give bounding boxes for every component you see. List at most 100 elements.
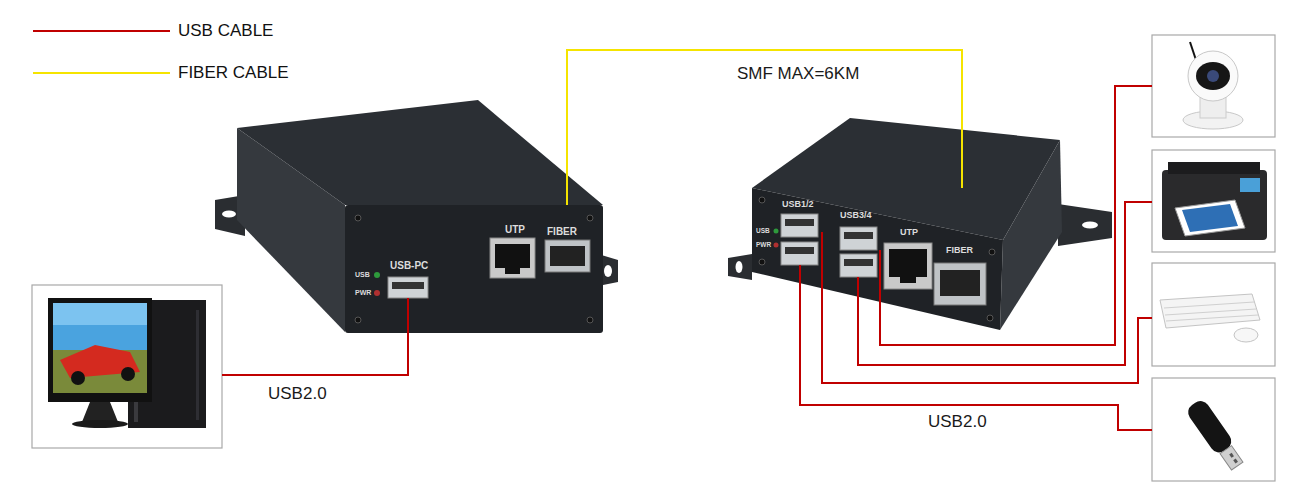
legend-text: FIBER CABLE [178, 63, 289, 83]
computer-picture-part [82, 402, 118, 422]
cable-type-label: USB2.0 [928, 412, 987, 432]
transmitter-housing-part [355, 215, 361, 221]
receiver-housing-part [840, 254, 877, 277]
port-label: USB-PC [390, 260, 428, 271]
port-label: USB3/4 [840, 211, 872, 221]
receiver-housing-part [889, 249, 927, 277]
port-label: USB1/2 [782, 200, 814, 210]
computer-picture [32, 285, 222, 448]
receiver-housing-part [781, 214, 818, 237]
receiver-housing-part [774, 229, 779, 234]
receiver-housing-part [844, 259, 873, 266]
receiver-housing [728, 118, 1112, 330]
transmitter-housing-part [604, 265, 612, 277]
transmitter-housing-part [388, 277, 428, 298]
receiver-housing-part [987, 315, 993, 321]
computer-picture-part [72, 420, 128, 428]
transmitter-housing-part [374, 290, 380, 296]
printer-picture-part [1168, 162, 1260, 174]
transmitter-housing-part [222, 211, 236, 218]
usb-stick-picture-part-part [1229, 453, 1234, 458]
transmitter-housing-part [374, 272, 380, 278]
printer-picture-part [1182, 204, 1238, 232]
keyboard-picture-part [1165, 309, 1256, 315]
port-label: UTP [505, 224, 525, 235]
legend-line-sample [33, 29, 170, 33]
usb-stick-picture-part-part [1185, 397, 1235, 455]
keyboard-picture-part [1164, 302, 1254, 308]
transmitter-housing-part [495, 244, 530, 268]
port-label: FIBER [946, 246, 973, 256]
receiver-housing-part [1000, 140, 1062, 330]
port-label: FIBER [547, 226, 577, 237]
camera-picture-part [1207, 70, 1219, 82]
transmitter-housing-part [490, 238, 535, 278]
converter-unit: USB PWR USB1/2USB3/4UTP FIBER [752, 188, 1003, 330]
usb-wire-part [880, 86, 1152, 345]
usb-stick-picture [1152, 378, 1275, 481]
receiver-housing-part [785, 247, 814, 254]
cable-type-label: USB2.0 [268, 384, 327, 404]
port-label: UTP [900, 228, 918, 238]
printer-picture [1152, 150, 1275, 252]
receiver-housing-part [728, 254, 752, 280]
keyboard-picture-part [1152, 263, 1275, 366]
receiver-housing-part [774, 243, 779, 248]
transmitter-housing [215, 100, 618, 333]
computer-picture-part [53, 303, 147, 393]
receiver-housing-part [934, 263, 986, 305]
legend-item: USB CABLE [33, 19, 273, 43]
usb-wire-part [822, 232, 1152, 383]
transmitter-housing-part [355, 317, 361, 323]
keyboard-picture-part [1160, 294, 1260, 328]
transmitter-housing-part [505, 266, 520, 274]
receiver-housing-part [844, 232, 873, 239]
legend-line-sample [33, 30, 170, 32]
converter-unit: USB PWR USB-PC UTP FIBER [345, 205, 603, 333]
usb-stick-picture-part-part [1233, 459, 1238, 464]
receiver-housing-part [736, 261, 743, 273]
fiber-cable [567, 50, 962, 205]
camera-picture-part [1190, 42, 1196, 60]
legend-text: USB CABLE [178, 21, 273, 41]
receiver-housing-part [785, 219, 814, 226]
printer-picture-part [1152, 150, 1275, 252]
transmitter-housing-part [587, 317, 593, 323]
computer-picture-part [121, 367, 135, 381]
camera-picture-part [1196, 62, 1230, 90]
computer-picture-part [71, 371, 85, 385]
receiver-housing-part [1082, 222, 1098, 229]
port-label: PWR [756, 241, 771, 248]
port-label: USB [756, 227, 770, 234]
camera-picture-part [1152, 35, 1275, 137]
receiver-housing-part [884, 243, 932, 289]
transmitter-housing-part [392, 282, 424, 289]
usb-stick-picture-part [1185, 397, 1247, 472]
receiver-housing-part [840, 227, 877, 250]
transmitter-housing-part [345, 205, 603, 333]
usb-wire-part [222, 298, 408, 375]
transmitter-housing-part [545, 240, 590, 272]
keyboard-picture [1152, 263, 1275, 366]
legend-line-sample [33, 72, 170, 74]
receiver-housing-part [781, 242, 818, 265]
usb-stick-picture-part-part [1220, 446, 1243, 470]
port-label: PWR [355, 289, 371, 297]
cable-length-label: SMF MAX=6KM [735, 64, 861, 84]
printer-picture-part [1162, 170, 1267, 240]
keyboard-picture-part [1234, 328, 1258, 342]
port-label: USB [355, 271, 370, 279]
printer-picture-part [1175, 200, 1245, 236]
printer-picture-part [1240, 178, 1260, 192]
receiver-housing-part [940, 270, 980, 296]
receiver-housing-part [759, 197, 765, 203]
usb-stick-picture-part [1152, 378, 1275, 481]
transmitter-housing-part [237, 100, 603, 205]
usb-wire-part [800, 265, 1152, 430]
computer-picture-part [48, 298, 152, 402]
transmitter-housing-part [587, 215, 593, 221]
computer-picture-part [32, 285, 222, 448]
computer-picture-part [53, 303, 147, 325]
legend-item: FIBER CABLE [33, 61, 289, 85]
